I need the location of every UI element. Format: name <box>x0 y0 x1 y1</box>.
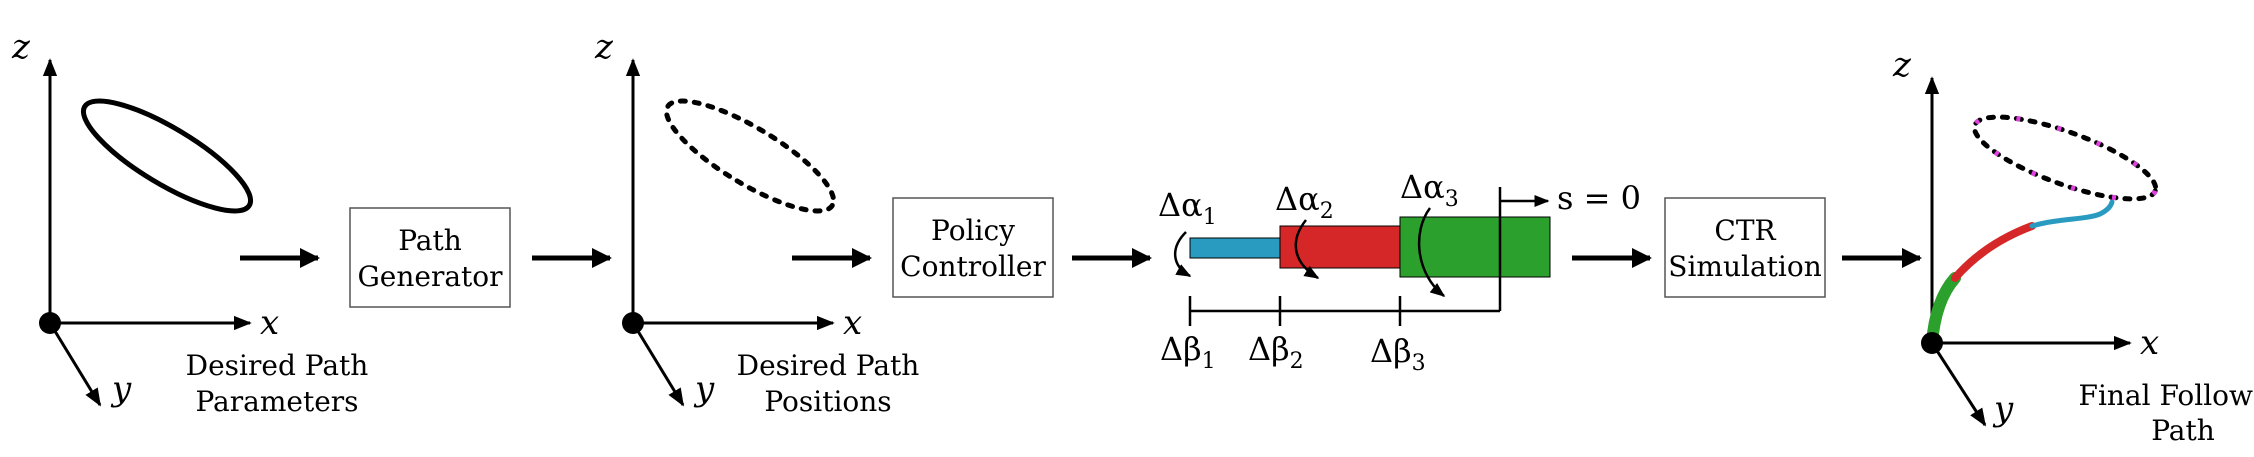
ctr-simulation-line2: Simulation <box>1668 250 1821 283</box>
tube-3 <box>1399 216 1551 278</box>
desired-dotted-positions <box>663 98 837 214</box>
tube-1 <box>1189 237 1283 259</box>
path-generator-box <box>349 207 511 308</box>
z-axis-label: z <box>1892 45 1912 85</box>
desired-parameters-caption-line1: Desired Path <box>186 349 369 382</box>
policy-controller-line2: Controller <box>900 250 1046 283</box>
y-axis-label: y <box>110 369 132 409</box>
policy-controller-line1: Policy <box>931 214 1015 247</box>
x-axis-label: x <box>843 303 862 343</box>
axes-desired-path-positions: z x y <box>594 27 862 409</box>
delta-alpha-1-label: Δα1 <box>1158 186 1217 230</box>
followed-path-tube-2 <box>1951 222 2036 282</box>
desired-parameters-caption-line2: Parameters <box>195 385 358 418</box>
delta-beta-2-label: Δβ2 <box>1248 330 1304 374</box>
delta-beta-1-label: Δβ1 <box>1160 330 1216 374</box>
origin-dot <box>1921 332 1943 354</box>
final-path-caption-line1: Final Followed <box>2079 379 2254 412</box>
x-axis-label: x <box>2140 323 2159 363</box>
rotation-arrow-2 <box>1294 219 1320 280</box>
origin-dot <box>39 312 61 334</box>
x-axis-label: x <box>260 303 279 343</box>
delta-beta-3-label: Δβ3 <box>1370 332 1426 376</box>
desired-target-positions <box>1971 114 2159 202</box>
ctr-schematic: s = 0 Δα1 Δα2 Δα3 Δβ1 Δβ2 Δβ3 <box>1158 168 1641 376</box>
y-axis-label: y <box>1992 389 2014 429</box>
policy-controller-box <box>892 197 1054 298</box>
origin-dot <box>622 312 644 334</box>
axes-final-followed-path: z x y <box>1892 45 2159 429</box>
y-axis <box>631 322 685 407</box>
arclength-label: s = 0 <box>1557 179 1641 217</box>
desired-positions-caption-line1: Desired Path <box>737 349 920 382</box>
delta-alpha-2-label: Δα2 <box>1275 180 1334 224</box>
y-axis <box>48 322 102 407</box>
rotation-arrow-3 <box>1417 207 1446 297</box>
delta-alpha-3-label: Δα3 <box>1400 168 1459 212</box>
desired-positions-caption-line2: Positions <box>764 385 891 418</box>
y-axis-label: y <box>693 369 715 409</box>
ctr-simulation-box <box>1664 197 1826 298</box>
y-axis <box>1930 342 1987 427</box>
desired-ellipse-path <box>80 98 254 214</box>
path-generator-line1: Path <box>398 224 462 257</box>
z-axis-label: z <box>11 27 31 67</box>
z-axis-label: z <box>594 27 614 67</box>
rotation-arrow-1 <box>1174 231 1192 278</box>
path-generator-line2: Generator <box>357 260 503 293</box>
axes-desired-path-parameters: z x y <box>11 27 279 409</box>
followed-path-tube-1 <box>2029 199 2115 229</box>
final-path-caption-line2: Path <box>2151 414 2215 447</box>
achieved-positions-markers <box>1971 114 2159 202</box>
ctr-simulation-line1: CTR <box>1714 214 1776 247</box>
